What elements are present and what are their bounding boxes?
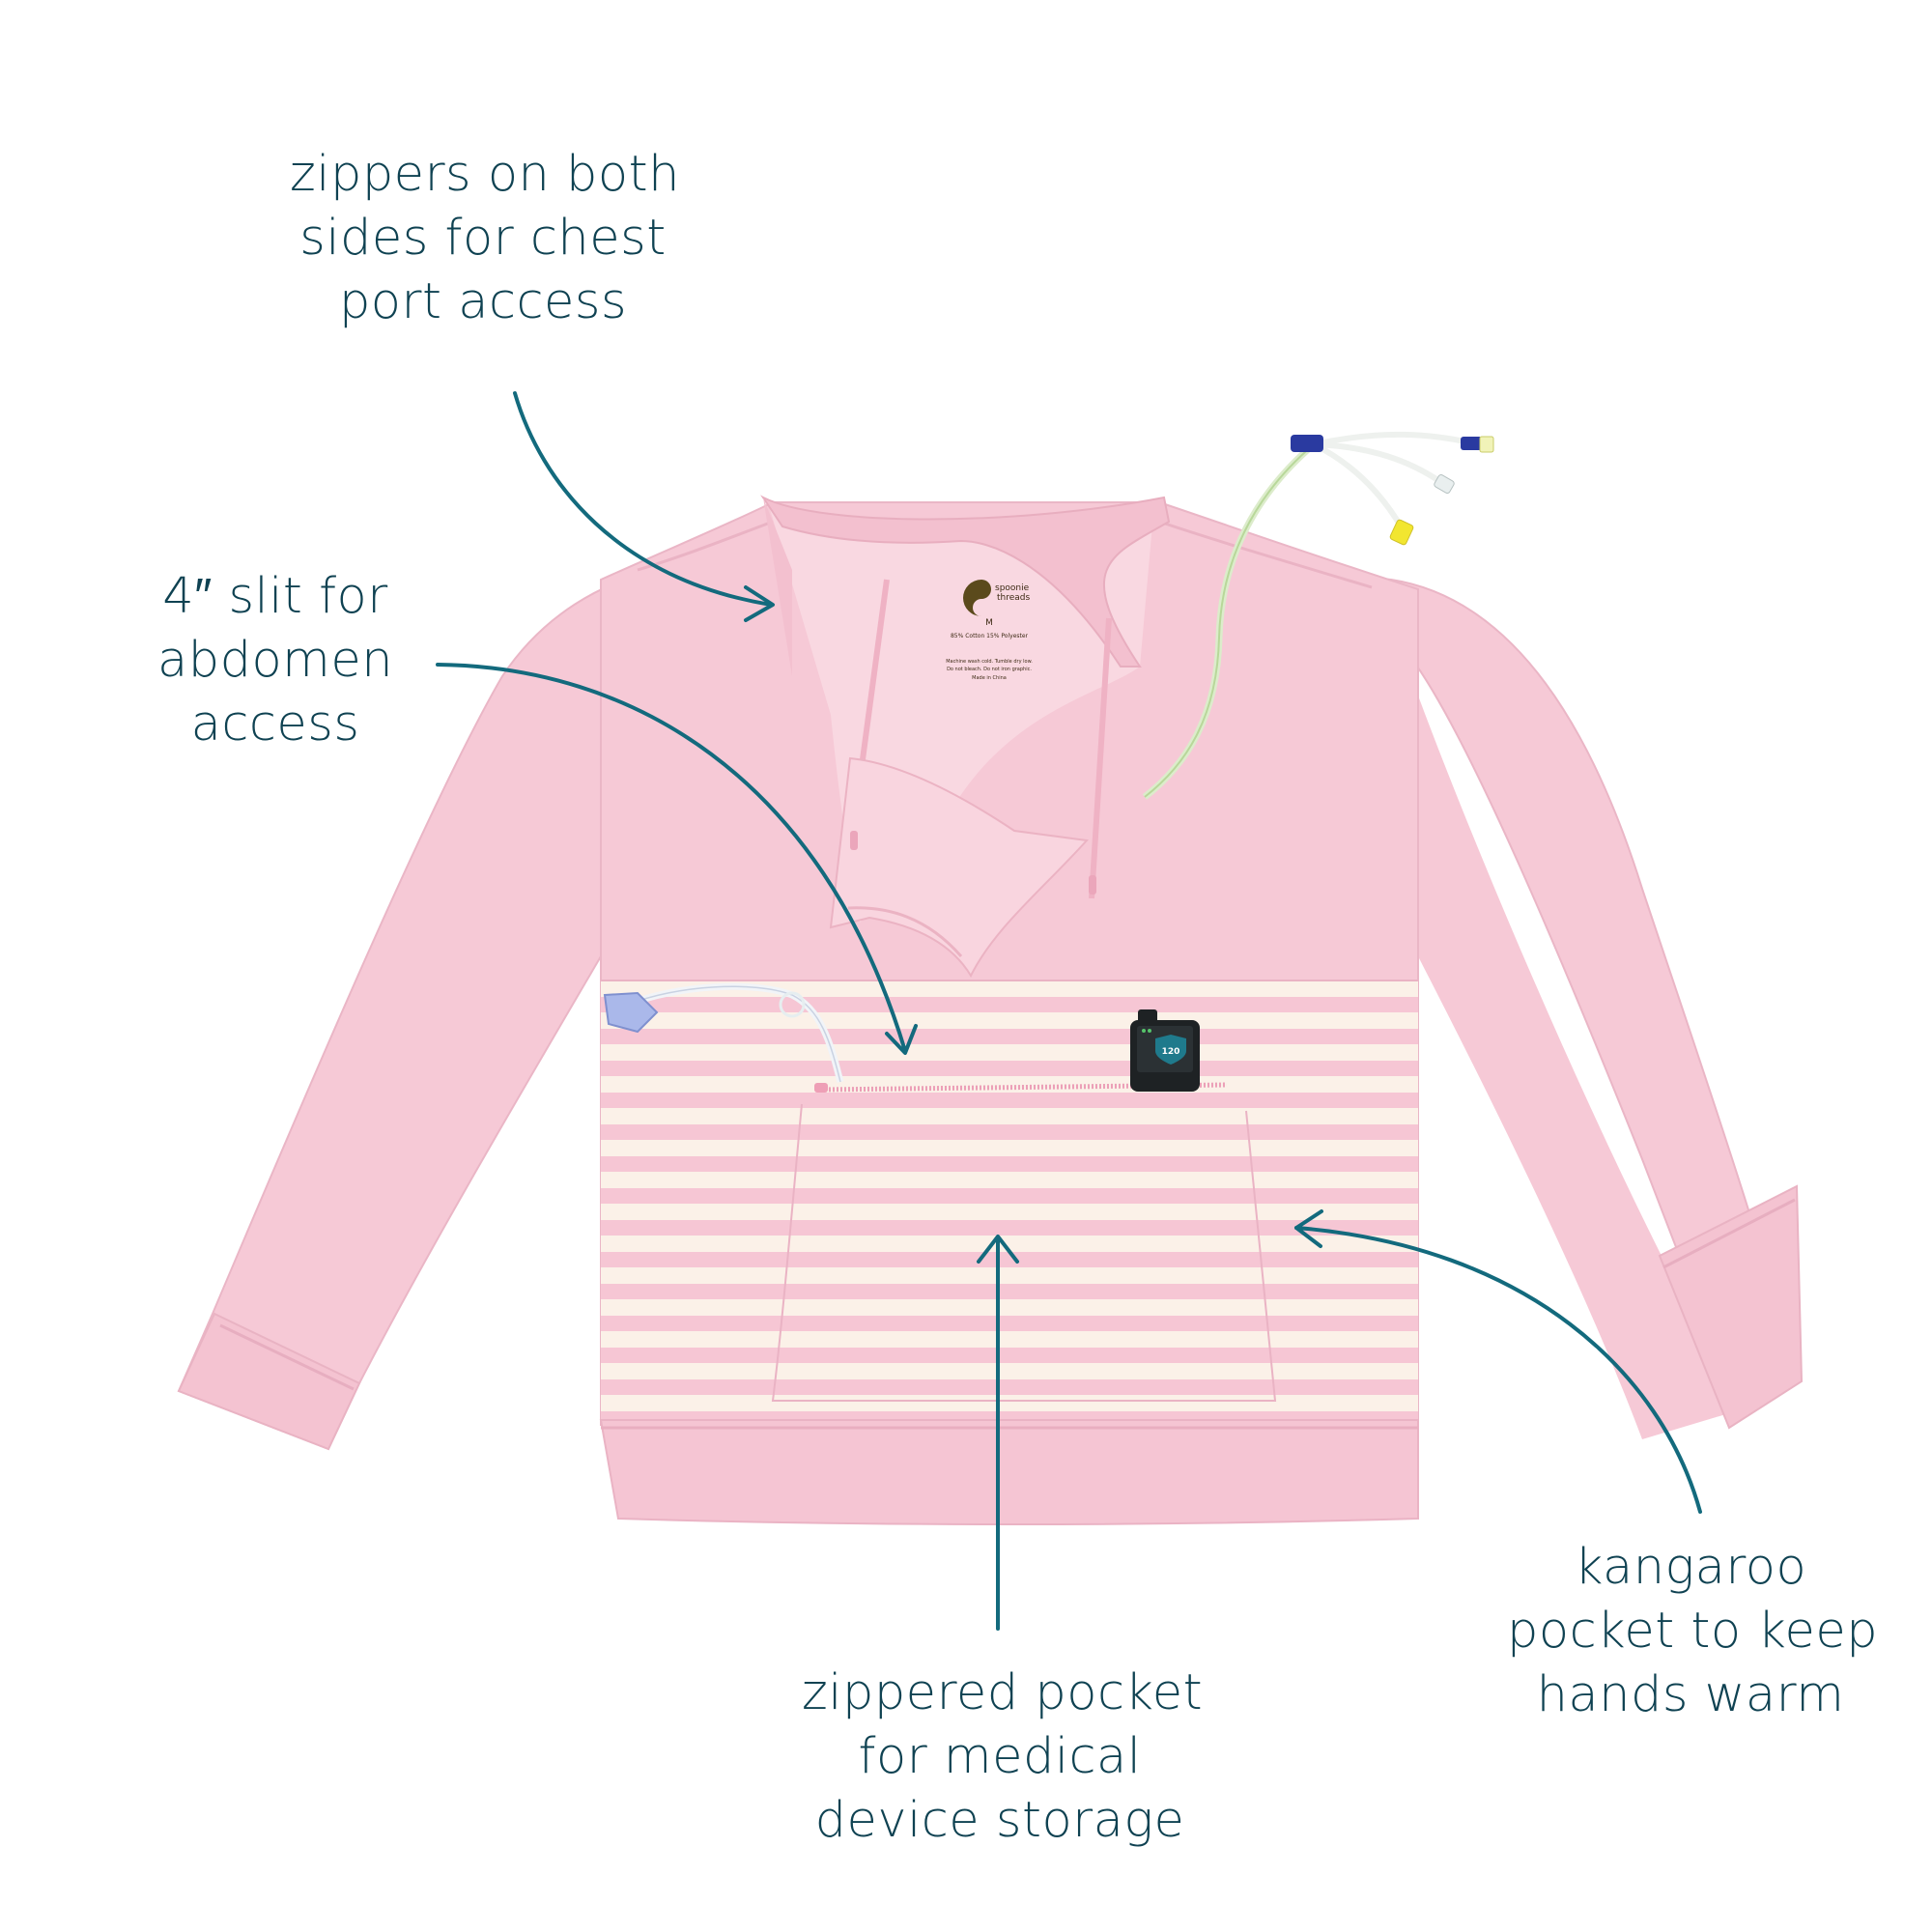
insulin-pump: 120 [1130, 1009, 1200, 1092]
chest-flap [829, 756, 1090, 979]
arrow-zippered-pocket [977, 1235, 1019, 1631]
hub-connector [1291, 435, 1323, 452]
callout-line: zippered pocket [802, 1664, 1204, 1721]
shield-icon [1155, 1035, 1186, 1065]
striped-panel [601, 980, 1418, 1425]
callout-zippered-pocket: zippered pocket for medical device stora… [802, 1662, 1204, 1853]
sweatshirt-body [599, 501, 1419, 1525]
arrow-abdomen-slit [436, 663, 918, 1055]
callout-abdomen-slit: 4″ slit for abdomen access [140, 565, 411, 756]
neckline [760, 495, 1171, 979]
callout-line: port access [338, 273, 628, 330]
garment-label: spoonie threads M 85% Cotton 15% Polyest… [946, 580, 1033, 681]
zippered-pocket [814, 1082, 1228, 1093]
callout-line: for medical [858, 1728, 1142, 1785]
svg-text:threads: threads [997, 593, 1031, 603]
hem-rib [599, 1419, 1419, 1525]
feeding-tube [603, 982, 844, 1083]
arrow-chest-zippers [513, 391, 775, 622]
callout-line: kangaroo [1574, 1539, 1807, 1596]
svg-text:spoonie: spoonie [995, 583, 1030, 593]
callout-line: access [190, 696, 360, 753]
left-sleeve [177, 563, 678, 1451]
callout-arrows [436, 391, 1702, 1631]
callout-line: zippers on both [290, 146, 680, 203]
callout-kangaroo-pocket: kangaroo pocket to keep hands warm [1507, 1536, 1879, 1727]
callout-chest-zippers: zippers on both sides for chest port acc… [290, 143, 680, 334]
central-line-catheter [1142, 431, 1494, 800]
callout-line: 4″ slit for [162, 568, 388, 625]
pocket-zipper-pull [814, 1083, 828, 1093]
tube-connector [603, 991, 659, 1034]
callout-line: abdomen [156, 632, 394, 689]
right-chest-zipper [1089, 617, 1112, 899]
callout-line: device storage [814, 1792, 1185, 1849]
kangaroo-pocket [771, 1103, 1277, 1402]
rib-collar [760, 495, 1171, 668]
svg-text:Made in China: Made in China [972, 675, 1007, 681]
svg-text:Do not bleach. Do not iron gra: Do not bleach. Do not iron graphic. [947, 667, 1032, 672]
svg-text:120: 120 [1162, 1047, 1180, 1057]
arrow-kangaroo-pocket [1294, 1209, 1702, 1514]
callout-line: pocket to keep [1507, 1603, 1879, 1660]
svg-text:M: M [985, 618, 993, 628]
callout-line: hands warm [1536, 1666, 1845, 1723]
brand-logo-icon [963, 580, 991, 616]
svg-text:85% Cotton 15% Polyester: 85% Cotton 15% Polyester [951, 633, 1029, 639]
right-cuff [1658, 1184, 1804, 1430]
svg-text:Machine wash cold. Tumble dry: Machine wash cold. Tumble dry low. [946, 659, 1033, 665]
left-cuff [177, 1312, 361, 1451]
callout-line: sides for chest [299, 210, 667, 267]
